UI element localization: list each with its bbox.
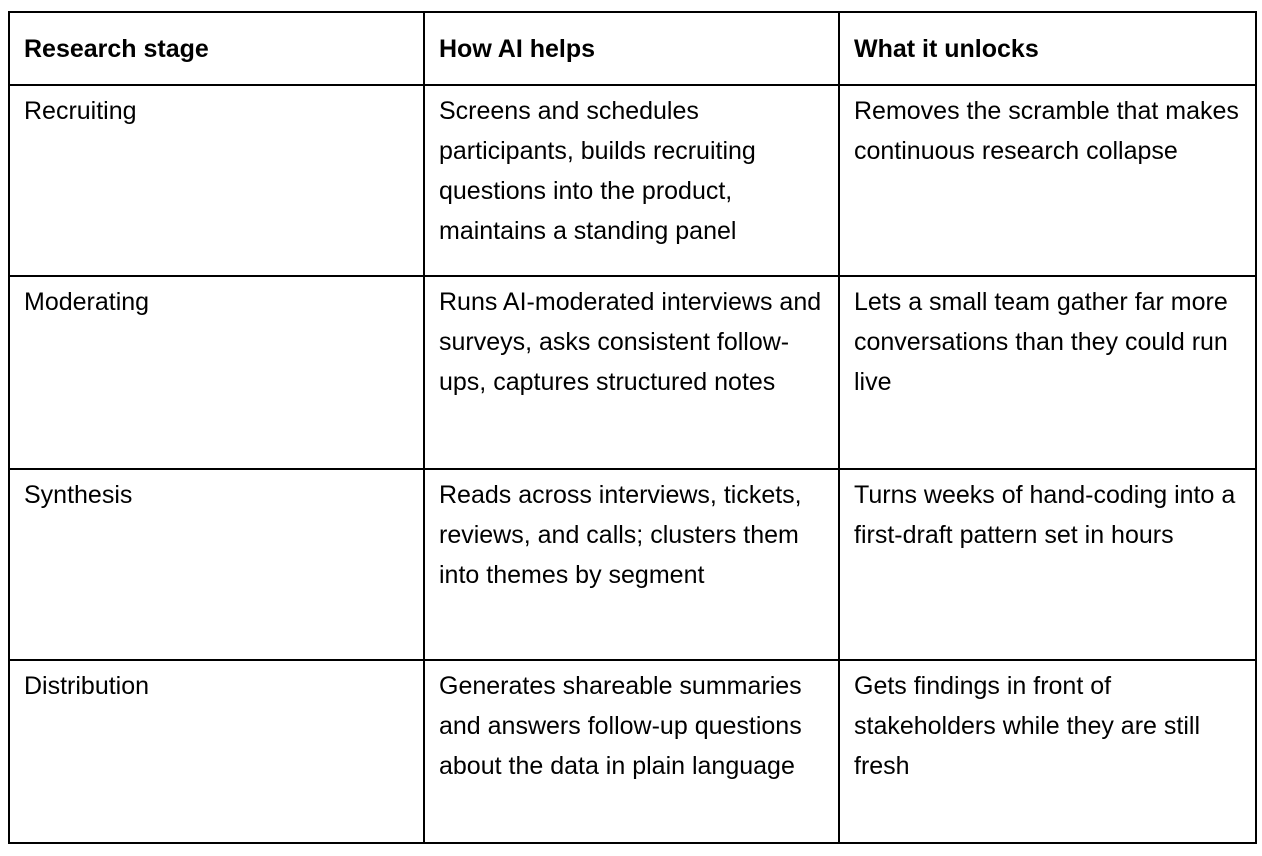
unlocks-text: Turns weeks of hand-coding into a first-… (854, 481, 1236, 549)
table-row: Distribution Generates shareable summari… (8, 659, 1257, 844)
header-what-it-unlocks: What it unlocks (838, 11, 1257, 86)
how-ai-helps-cell: Runs AI-moderated interviews and surveys… (423, 275, 840, 470)
stage-text: Distribution (24, 672, 150, 700)
unlocks-text: Gets findings in front of stakeholders w… (854, 672, 1200, 780)
stage-cell: Moderating (8, 275, 425, 470)
unlocks-cell: Gets findings in front of stakeholders w… (838, 659, 1257, 844)
how-ai-helps-text: Screens and schedules participants, buil… (439, 97, 756, 245)
unlocks-cell: Lets a small team gather far more conver… (838, 275, 1257, 470)
how-ai-helps-text: Runs AI-moderated interviews and surveys… (439, 288, 822, 396)
table-row: Recruiting Screens and schedules partici… (8, 84, 1257, 277)
stage-cell: Recruiting (8, 84, 425, 277)
unlocks-cell: Turns weeks of hand-coding into a first-… (838, 468, 1257, 661)
table-row: Moderating Runs AI-moderated interviews … (8, 275, 1257, 470)
stage-cell: Distribution (8, 659, 425, 844)
header-research-stage: Research stage (8, 11, 425, 86)
stage-text: Moderating (24, 288, 150, 316)
how-ai-helps-text: Reads across interviews, tickets, review… (439, 481, 802, 589)
how-ai-helps-cell: Screens and schedules participants, buil… (423, 84, 840, 277)
unlocks-cell: Removes the scramble that makes continuo… (838, 84, 1257, 277)
stage-cell: Synthesis (8, 468, 425, 661)
header-how-ai-helps: How AI helps (423, 11, 840, 86)
table-header-row: Research stage How AI helps What it unlo… (8, 11, 1257, 86)
stage-text: Synthesis (24, 481, 133, 509)
how-ai-helps-cell: Generates shareable summaries and answer… (423, 659, 840, 844)
stage-text: Recruiting (24, 97, 137, 125)
unlocks-text: Lets a small team gather far more conver… (854, 288, 1228, 396)
how-ai-helps-cell: Reads across interviews, tickets, review… (423, 468, 840, 661)
how-ai-helps-text: Generates shareable summaries and answer… (439, 672, 802, 780)
table-row: Synthesis Reads across interviews, ticke… (8, 468, 1257, 661)
research-ai-table: Research stage How AI helps What it unlo… (8, 11, 1257, 844)
unlocks-text: Removes the scramble that makes continuo… (854, 97, 1239, 165)
